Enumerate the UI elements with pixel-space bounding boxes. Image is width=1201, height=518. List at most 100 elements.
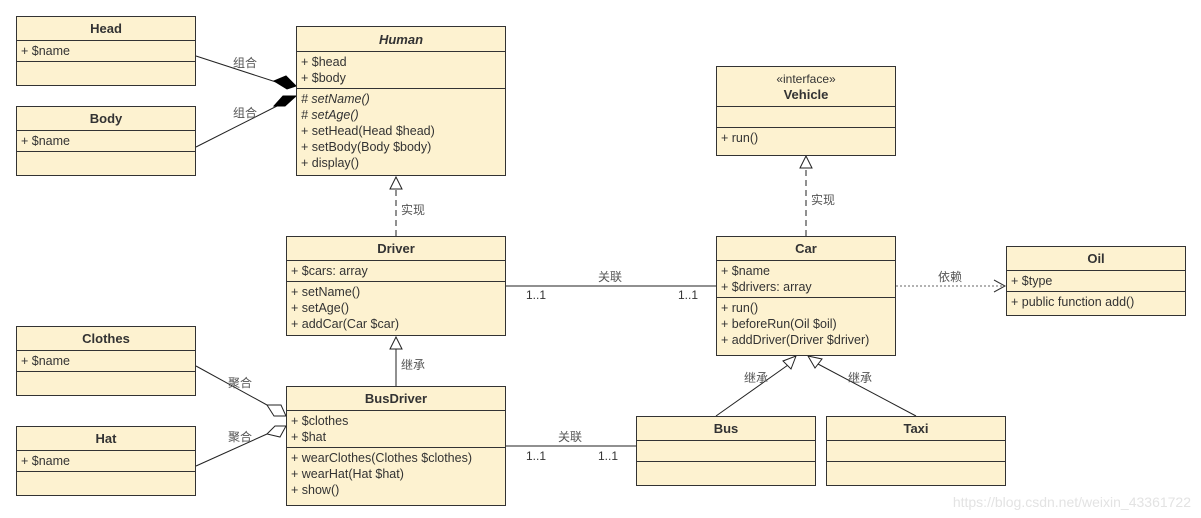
operation: + display()	[301, 156, 360, 170]
class-name: Car	[717, 237, 895, 261]
class-name: BusDriver	[287, 387, 505, 411]
relation-label-head-human: 组合	[233, 56, 258, 70]
operation: # setAge()	[301, 108, 359, 122]
operations-section	[827, 462, 1005, 485]
attributes-section	[717, 107, 895, 128]
multiplicity-busdriver-side: 1..1	[526, 449, 547, 463]
attribute: + $name	[21, 354, 70, 368]
generalization-triangle-icon	[389, 335, 403, 350]
relation-label-taxi-car: 继承	[848, 371, 873, 385]
attribute: + $drivers: array	[721, 280, 812, 294]
class-oil[interactable]: Oil + $type + public function add()	[1006, 246, 1186, 316]
attributes-section: + $clothes + $hat	[287, 411, 505, 448]
operations-section: + public function add()	[1007, 292, 1185, 315]
class-name: «interface» Vehicle	[717, 67, 895, 107]
relation-label-hat-busdriver: 聚合	[228, 430, 253, 444]
class-head[interactable]: Head + $name	[16, 16, 196, 86]
edge-taxi-car	[817, 363, 917, 417]
operation: + setName()	[291, 285, 361, 299]
operations-section	[17, 472, 195, 495]
operation: + setHead(Head $head)	[301, 124, 435, 138]
operation: + setAge()	[291, 301, 350, 315]
class-name: Bus	[637, 417, 815, 441]
generalization-triangle-icon	[782, 355, 797, 370]
class-vehicle[interactable]: «interface» Vehicle + run()	[716, 66, 896, 156]
operations-section: + run()	[717, 128, 895, 155]
operation: + beforeRun(Oil $oil)	[721, 317, 837, 331]
attribute: + $hat	[291, 430, 327, 444]
relation-label-driver-human: 实现	[401, 203, 426, 217]
operation: + addCar(Car $car)	[291, 317, 400, 331]
relation-label-busdriver-bus: 关联	[558, 430, 583, 444]
attributes-section: + $name	[17, 451, 195, 472]
operation: + wearClothes(Clothes $clothes)	[291, 451, 472, 465]
multiplicity-bus-side: 1..1	[598, 449, 619, 463]
relation-label-car-vehicle: 实现	[811, 193, 836, 207]
edge-hat-busdriver	[195, 433, 268, 467]
stereotype: «interface»	[776, 71, 836, 86]
attribute: + $type	[1011, 274, 1053, 288]
relation-label-driver-car: 关联	[598, 270, 623, 284]
relation-label-bus-car: 继承	[744, 371, 769, 385]
attribute: + $name	[21, 134, 70, 148]
attributes-section: + $name + $drivers: array	[717, 261, 895, 298]
realization-triangle-icon	[799, 154, 813, 169]
operation: + run()	[721, 301, 759, 315]
generalization-triangle-icon	[806, 355, 823, 369]
operation: # setName()	[301, 92, 370, 106]
class-name: Taxi	[827, 417, 1005, 441]
attribute: + $name	[21, 44, 70, 58]
aggregation-diamond-icon	[266, 404, 287, 417]
class-human[interactable]: Human + $head + $body # setName() # setA…	[296, 26, 506, 176]
operation: + addDriver(Driver $driver)	[721, 333, 870, 347]
class-busdriver[interactable]: BusDriver + $clothes + $hat + wearClothe…	[286, 386, 506, 506]
attribute: + $cars: array	[291, 264, 368, 278]
attribute: + $clothes	[291, 414, 349, 428]
attribute: + $head	[301, 55, 347, 69]
operation: + public function add()	[1011, 295, 1135, 309]
operation: + run()	[721, 131, 759, 145]
class-taxi[interactable]: Taxi	[826, 416, 1006, 486]
composition-diamond-icon	[272, 95, 298, 107]
operations-section: + run() + beforeRun(Oil $oil) + addDrive…	[717, 298, 895, 355]
relation-label-car-oil: 依赖	[938, 270, 963, 284]
class-name: Clothes	[17, 327, 195, 351]
edge-bus-car	[715, 364, 789, 417]
operation: + setBody(Body $body)	[301, 140, 432, 154]
attributes-section: + $head + $body	[297, 52, 505, 89]
class-clothes[interactable]: Clothes + $name	[16, 326, 196, 396]
attributes-section	[827, 441, 1005, 462]
realization-triangle-icon	[389, 175, 403, 190]
operations-section: + setName() + setAge() + addCar(Car $car…	[287, 282, 505, 335]
attribute: + $name	[21, 454, 70, 468]
operations-section: # setName() # setAge() + setHead(Head $h…	[297, 89, 505, 175]
operations-section: + wearClothes(Clothes $clothes) + wearHa…	[287, 448, 505, 505]
attributes-section: + $cars: array	[287, 261, 505, 282]
attributes-section: + $name	[17, 41, 195, 62]
class-car[interactable]: Car + $name + $drivers: array + run() + …	[716, 236, 896, 356]
class-body[interactable]: Body + $name	[16, 106, 196, 176]
edge-head-human	[195, 55, 277, 83]
class-bus[interactable]: Bus	[636, 416, 816, 486]
class-hat[interactable]: Hat + $name	[16, 426, 196, 496]
attributes-section: + $name	[17, 351, 195, 372]
operation: + show()	[291, 483, 340, 497]
class-name: Oil	[1007, 247, 1185, 271]
operations-section	[17, 152, 195, 175]
class-name: Head	[17, 17, 195, 41]
relation-label-body-human: 组合	[233, 106, 258, 120]
multiplicity-driver-side: 1..1	[526, 288, 547, 302]
dependency-arrow-icon	[993, 279, 1007, 293]
class-name: Driver	[287, 237, 505, 261]
composition-diamond-icon	[272, 75, 297, 90]
attributes-section	[637, 441, 815, 462]
multiplicity-car-side: 1..1	[678, 288, 699, 302]
class-name: Human	[297, 27, 505, 52]
relation-label-busdriver-driver: 继承	[401, 358, 426, 372]
attributes-section: + $name	[17, 131, 195, 152]
attributes-section: + $type	[1007, 271, 1185, 292]
attribute: + $name	[721, 264, 770, 278]
class-driver[interactable]: Driver + $cars: array + setName() + setA…	[286, 236, 506, 336]
operations-section	[17, 372, 195, 395]
